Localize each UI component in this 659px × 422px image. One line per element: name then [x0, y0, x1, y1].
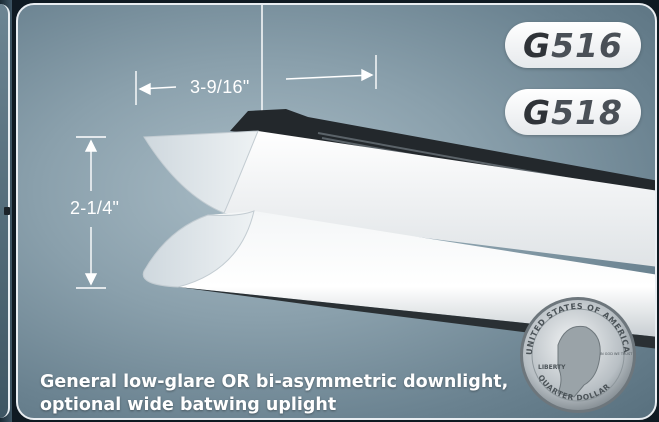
fixture-illustration [76, 5, 655, 413]
coin-motto: LIBERTY [538, 364, 566, 371]
product-caption: General low-glare OR bi-asymmetric downl… [40, 371, 510, 417]
product-panel: UNITED STATES OF AMERICA QUARTER DOLLAR … [16, 3, 657, 420]
coin-lettering: UNITED STATES OF AMERICA QUARTER DOLLAR … [525, 302, 633, 402]
fixture-upper-endcap [143, 130, 259, 214]
model-badge-g518-number: 518 [551, 92, 623, 132]
height-dimension-arrows [76, 136, 106, 289]
coin-side-text: IN GOD WE TRUST [600, 352, 633, 356]
model-badge-g518-text: G518 [523, 93, 623, 132]
fixture-upper-body [144, 131, 655, 267]
svg-text:UNITED STATES OF AMERICA: UNITED STATES OF AMERICA [525, 302, 631, 355]
model-badge-g516-number: 516 [551, 25, 623, 65]
fixture-lower-body [143, 211, 655, 337]
caption-line-1: General low-glare OR bi-asymmetric downl… [40, 372, 509, 392]
coin-top-text: UNITED STATES OF AMERICA [525, 302, 631, 355]
width-dimension-arrows [135, 55, 377, 105]
height-dimension-label: 2-1/4" [70, 198, 120, 218]
caption-line-2: optional wide batwing uplight [40, 395, 337, 415]
adjacent-panel-edge [0, 0, 12, 422]
model-badge-g518-prefix: G [523, 92, 552, 132]
model-badge-g518: G518 [505, 89, 641, 135]
width-dimension-label: 3-9/16" [190, 77, 250, 97]
coin-bottom-text: QUARTER DOLLAR [536, 373, 611, 402]
adjacent-panel-nub [4, 207, 10, 215]
model-badge-g516-prefix: G [523, 25, 552, 65]
svg-text:QUARTER DOLLAR: QUARTER DOLLAR [536, 373, 612, 402]
model-badge-g516: G516 [505, 22, 641, 68]
quarter-coin [520, 297, 636, 413]
model-badge-g516-text: G516 [523, 26, 623, 65]
fixture-lower-endcap [142, 210, 255, 288]
